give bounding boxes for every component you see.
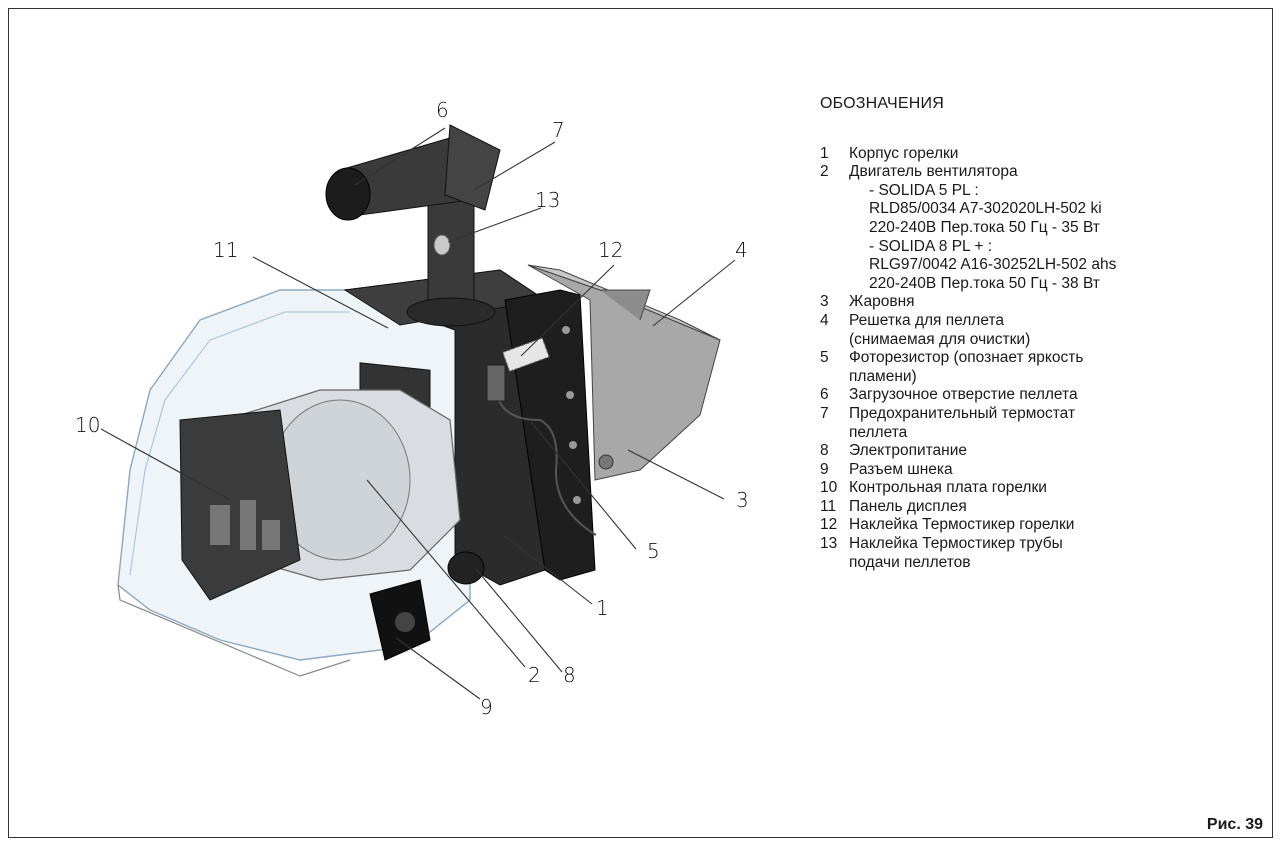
legend-item: 2 Двигатель вентилятора - SOLIDA 5 PL : … — [820, 163, 1260, 293]
legend-text: Двигатель вентилятора — [849, 163, 1018, 181]
feed-inlet — [325, 167, 371, 221]
legend-item: 1 Корпус горелки — [820, 145, 1260, 164]
legend-item: 3 Жаровня — [820, 293, 1260, 312]
callout-11: 11 — [213, 238, 239, 262]
callout-7: 7 — [552, 118, 565, 142]
legend-text: пеллета — [849, 423, 908, 441]
safety-thermostat — [444, 124, 501, 211]
legend-title: ОБОЗНАЧЕНИЯ — [820, 95, 944, 112]
legend-number: 2 — [820, 163, 829, 181]
figure-frame — [8, 8, 1273, 838]
callout-1: 1 — [596, 596, 609, 620]
legend-text: Жаровня — [849, 293, 915, 311]
legend-text: Загрузочное отверстие пеллета — [849, 386, 1078, 404]
legend-text: (снимаемая для очистки) — [849, 330, 1031, 348]
legend-text: Наклейка Термостикер горелки — [849, 516, 1075, 534]
legend-number: 13 — [820, 535, 838, 553]
legend-text: 220-240В Пер.тока 50 Гц - 38 Вт — [869, 274, 1100, 292]
power-connector — [447, 551, 485, 585]
callout-12: 12 — [598, 238, 624, 262]
legend-item: 13 Наклейка Термостикер трубы подачи пел… — [820, 535, 1260, 572]
legend-text: - SOLIDA 5 PL : — [869, 181, 979, 199]
callout-2: 2 — [528, 663, 541, 687]
legend-number: 4 — [820, 311, 829, 329]
legend-item: 6 Загрузочное отверстие пеллета — [820, 386, 1260, 405]
legend-item: 10 Контрольная плата горелки — [820, 479, 1260, 498]
legend-item: 7 Предохранительный термостат пеллета — [820, 405, 1260, 442]
callout-3: 3 — [736, 488, 749, 512]
legend-number: 6 — [820, 386, 829, 404]
legend-number: 12 — [820, 516, 838, 534]
legend-item: 11 Панель дисплея — [820, 498, 1260, 517]
legend-number: 3 — [820, 293, 829, 311]
legend-item: 5 Фоторезистор (опознает яркость пламени… — [820, 349, 1260, 386]
legend-number: 7 — [820, 404, 829, 422]
legend-item: 9 Разъем шнека — [820, 461, 1260, 480]
callout-10: 10 — [75, 413, 101, 437]
legend-text: Наклейка Термостикер трубы — [849, 535, 1063, 553]
burner-illustration — [100, 124, 736, 700]
legend-text: Разъем шнека — [849, 460, 953, 478]
legend-text: Контрольная плата горелки — [849, 479, 1047, 497]
legend-text: Корпус горелки — [849, 144, 959, 162]
legend-text: 220-240В Пер.тока 50 Гц - 35 Вт — [869, 218, 1100, 236]
legend-item: 4 Решетка для пеллета (снимаемая для очи… — [820, 312, 1260, 349]
legend-text: Фоторезистор (опознает яркость — [849, 349, 1084, 367]
legend-number: 9 — [820, 460, 829, 478]
photoresistor-cable — [495, 389, 597, 536]
callout-6: 6 — [436, 98, 449, 122]
legend-number: 5 — [820, 349, 829, 367]
legend: ОБОЗНАЧЕНИЯ 1 Корпус горелки 2 Двигатель… — [820, 95, 1260, 572]
legend-text: RLD85/0034 A7-302020LH-502 ki — [869, 200, 1102, 218]
legend-text: RLG97/0042 A16-30252LH-502 ahs — [869, 256, 1117, 274]
legend-item: 12 Наклейка Термостикер горелки — [820, 516, 1260, 535]
legend-text: подачи пеллетов — [849, 553, 971, 571]
callout-8: 8 — [563, 663, 576, 687]
legend-text: Электропитание — [849, 442, 968, 460]
legend-text: Предохранительный термостат — [849, 404, 1076, 422]
callout-5: 5 — [647, 539, 660, 563]
callout-9: 9 — [480, 695, 493, 719]
thermosticker — [502, 337, 550, 372]
legend-item: 8 Электропитание — [820, 442, 1260, 461]
legend-number: 1 — [820, 144, 829, 162]
callout-13: 13 — [535, 188, 561, 212]
legend-text: Панель дисплея — [849, 497, 967, 515]
legend-number: 11 — [820, 497, 837, 515]
figure-label: Рис. 39 — [1206, 816, 1263, 833]
legend-text: Решетка для пеллета — [849, 311, 1004, 329]
legend-text: - SOLIDA 8 PL + : — [869, 237, 993, 255]
legend-number: 8 — [820, 442, 829, 460]
callout-4: 4 — [735, 238, 748, 262]
legend-text: пламени) — [849, 367, 917, 385]
legend-number: 10 — [820, 479, 838, 497]
leader-lines — [100, 127, 736, 700]
